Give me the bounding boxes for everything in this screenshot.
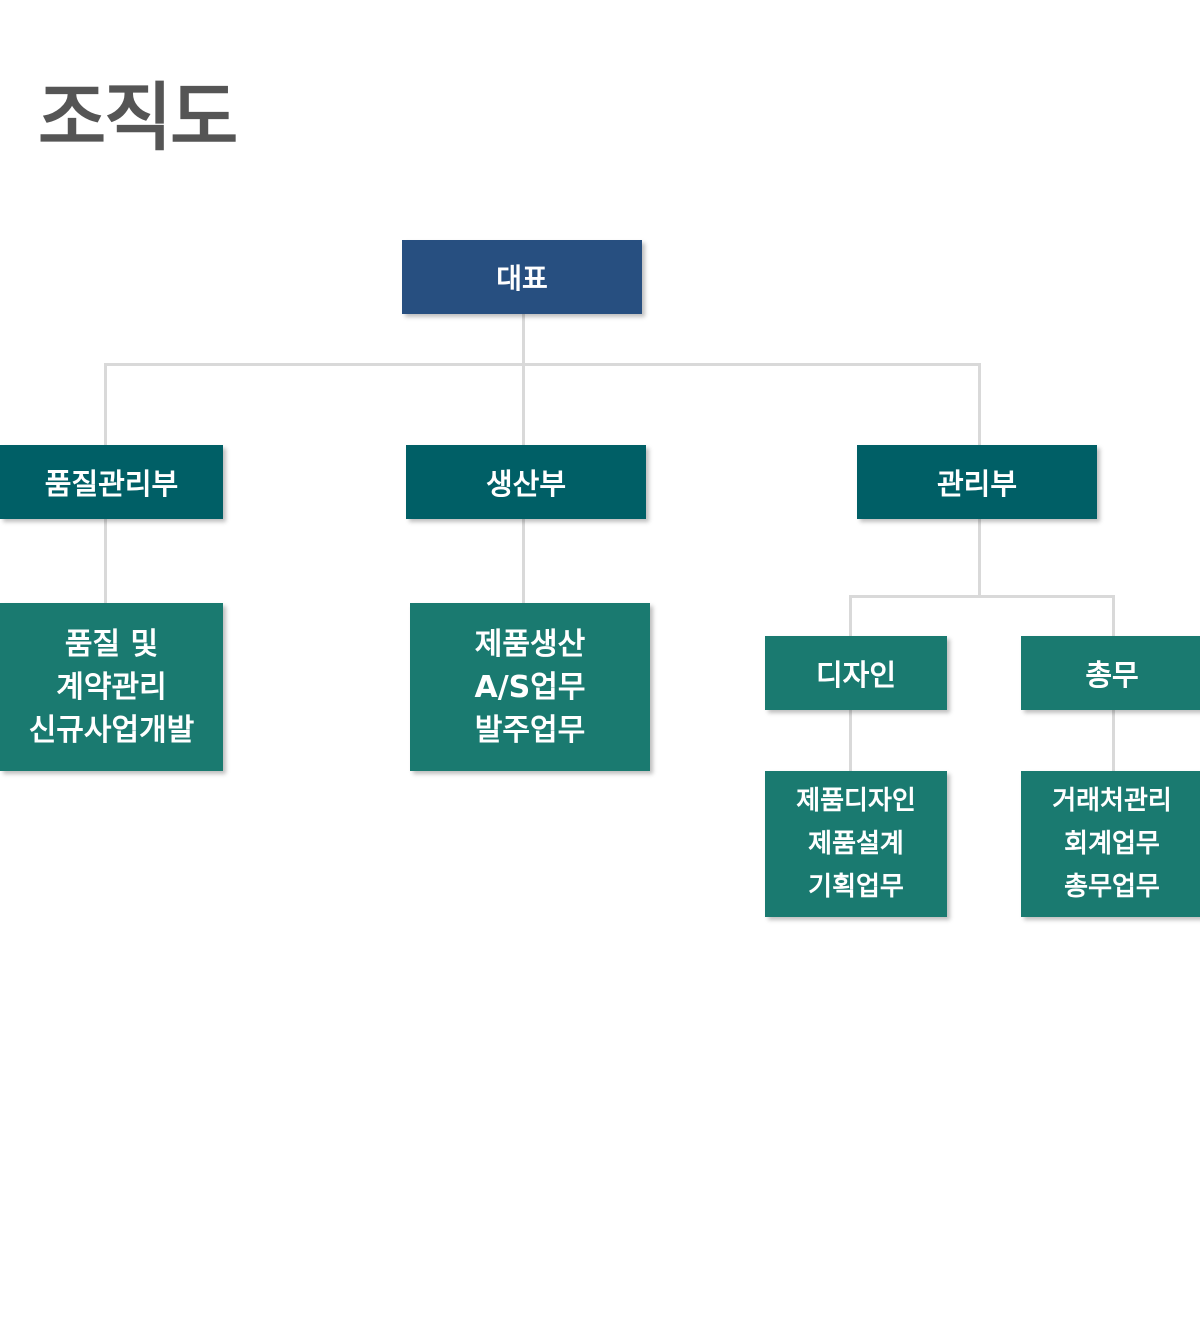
task-item: 회계업무 (1064, 828, 1160, 859)
team-design: 디자인 (765, 636, 947, 710)
dept-quality: 품질관리부 (0, 445, 223, 519)
task-item: 기획업무 (808, 871, 904, 902)
task-item: 발주업무 (474, 712, 586, 748)
connector (1112, 595, 1115, 636)
general-affairs-tasks: 거래처관리 회계업무 총무업무 (1021, 771, 1200, 917)
connector (522, 314, 525, 445)
dept-label: 관리부 (936, 467, 1018, 501)
connector (104, 363, 981, 366)
task-item: 신규사업개발 (28, 712, 195, 748)
task-item: 제품디자인 (796, 785, 916, 816)
dept-label: 품질관리부 (44, 467, 179, 501)
task-item: 총무업무 (1064, 871, 1160, 902)
connector (978, 519, 981, 597)
connector (104, 519, 107, 603)
connector (1112, 710, 1115, 771)
dept-management: 관리부 (857, 445, 1097, 519)
connector (849, 595, 852, 636)
dept-label: 생산부 (485, 467, 567, 501)
team-general-affairs: 총무 (1021, 636, 1200, 710)
production-tasks: 제품생산 A/S업무 발주업무 (410, 603, 650, 771)
ceo-label: 대표 (496, 262, 548, 295)
task-item: 거래처관리 (1052, 785, 1172, 816)
team-label: 총무 (1085, 658, 1139, 692)
connector (978, 363, 981, 445)
team-label: 디자인 (815, 658, 897, 692)
quality-tasks: 품질 및 계약관리 신규사업개발 (0, 603, 223, 771)
connector (849, 710, 852, 771)
connector (104, 363, 107, 445)
connector (849, 595, 1114, 598)
task-item: 제품설계 (808, 828, 904, 859)
page-title: 조직도 (38, 75, 238, 161)
task-item: A/S업무 (474, 669, 586, 705)
dept-production: 생산부 (406, 445, 646, 519)
design-tasks: 제품디자인 제품설계 기획업무 (765, 771, 947, 917)
task-item: 계약관리 (56, 669, 167, 705)
connector (522, 519, 525, 603)
task-item: 제품생산 (474, 626, 586, 662)
task-item: 품질 및 (64, 626, 159, 662)
ceo-box: 대표 (402, 240, 642, 314)
